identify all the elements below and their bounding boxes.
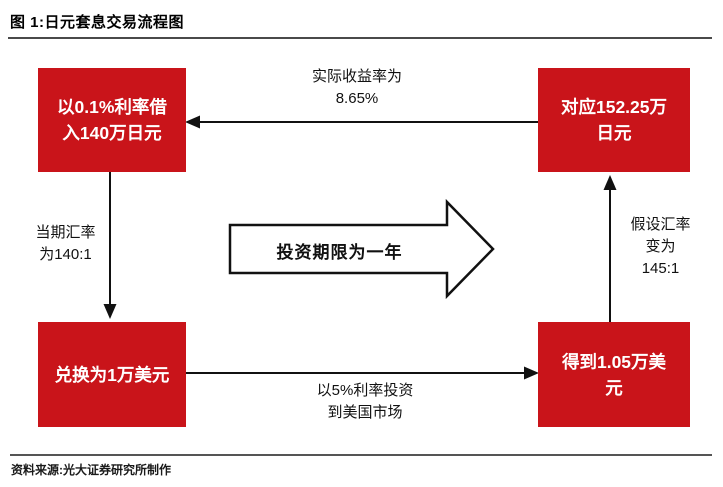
- label-invest-us-market: 以5%利率投资 到美国市场: [316, 382, 414, 421]
- node-receive-usd: 得到1.05万美元: [538, 322, 690, 427]
- title-divider: [8, 37, 712, 39]
- footer-divider: [10, 454, 712, 456]
- node-borrow-yen: 以0.1%利率借入140万日元: [38, 68, 186, 172]
- node-receive-usd-label: 得到1.05万美元: [561, 351, 667, 398]
- label-current-exchange-rate: 当期汇率 为140:1: [35, 224, 96, 263]
- node-corresponding-yen: 对应152.25万日元: [538, 68, 690, 172]
- figure-title: 图 1:日元套息交易流程图: [10, 14, 185, 31]
- label-actual-yield: 实际收益率为 8.65%: [311, 68, 402, 107]
- node-corresponding-yen-label: 对应152.25万日元: [560, 97, 668, 143]
- label-investment-horizon: 投资期限为一年: [276, 242, 403, 262]
- node-exchange-usd-label: 兑换为1万美元: [54, 364, 170, 385]
- node-exchange-usd: 兑换为1万美元: [38, 322, 186, 427]
- source-note: 资料来源:光大证券研究所制作: [11, 463, 171, 477]
- arrow-left-down-pointing: [103, 172, 117, 319]
- node-borrow-yen-label: 以0.1%利率借入140万日元: [57, 97, 167, 143]
- arrow-top-left-pointing: [185, 115, 538, 129]
- arrow-right-up-pointing: [603, 175, 617, 322]
- label-assumed-exchange-rate: 假设汇率 变为 145:1: [630, 216, 691, 277]
- arrow-bottom-right-pointing: [186, 366, 539, 380]
- big-center-arrow-shape: [228, 198, 495, 300]
